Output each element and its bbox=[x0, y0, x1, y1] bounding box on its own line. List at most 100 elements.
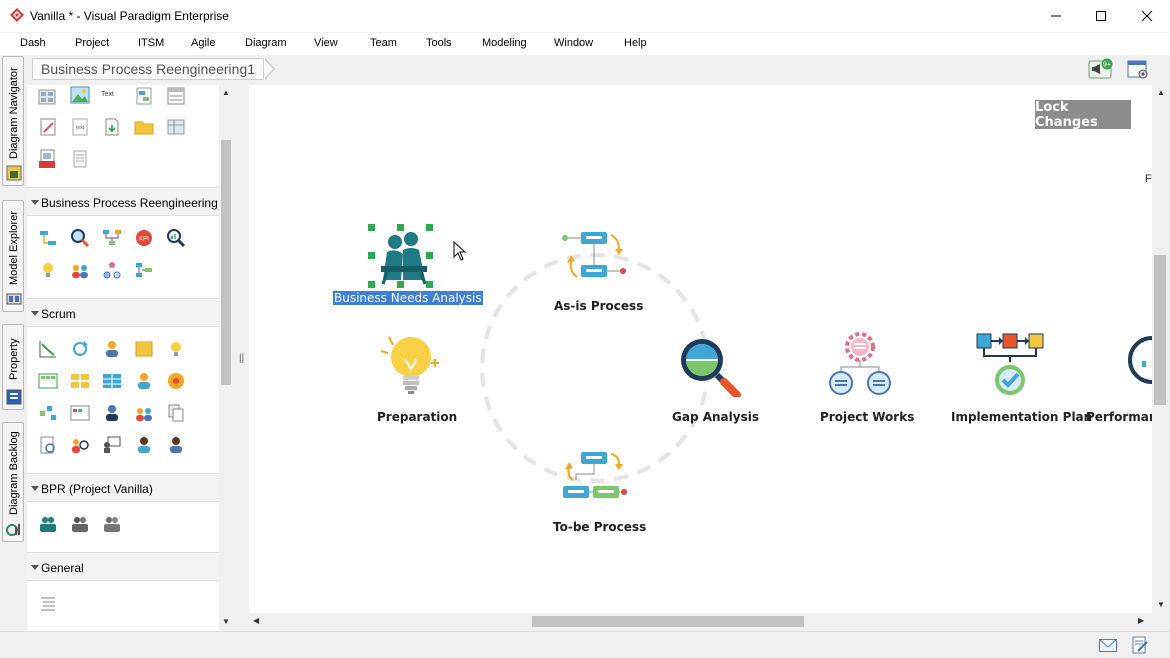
grid-tool-icon[interactable] bbox=[166, 117, 186, 137]
menu-agile[interactable]: Agile bbox=[191, 37, 216, 49]
page-tool-icon[interactable] bbox=[70, 149, 90, 169]
performance-icon-partial[interactable] bbox=[1126, 335, 1152, 385]
tab-diagram-navigator[interactable]: Diagram Navigator bbox=[2, 56, 24, 186]
canvas-vertical-scrollbar[interactable]: ▲ ▼ bbox=[1152, 85, 1170, 613]
selection-handle-nw[interactable] bbox=[368, 224, 375, 231]
meeting-grey-icon[interactable] bbox=[70, 514, 90, 534]
people-search-icon[interactable] bbox=[70, 435, 90, 455]
menu-window[interactable]: Window bbox=[554, 37, 594, 49]
tab-model-explorer[interactable]: Model Explorer bbox=[2, 200, 24, 312]
selection-handle-ne[interactable] bbox=[426, 224, 433, 231]
menu-team[interactable]: Team bbox=[370, 37, 397, 49]
scrum-master-icon[interactable] bbox=[166, 371, 186, 391]
review-doc-icon[interactable] bbox=[38, 435, 58, 455]
scrum-process-icon[interactable] bbox=[38, 403, 58, 423]
breadcrumb[interactable]: Business Process Reengineering1 bbox=[32, 58, 265, 80]
minimize-button[interactable] bbox=[1033, 0, 1079, 32]
team-icon[interactable] bbox=[70, 260, 90, 280]
tab-property[interactable]: Property bbox=[2, 324, 24, 410]
stakeholder-icon[interactable] bbox=[102, 403, 122, 423]
meeting-grey-2-icon[interactable] bbox=[102, 514, 122, 534]
palette-section-bpr[interactable]: Business Process Reengineering bbox=[27, 187, 219, 216]
scrum-team-icon[interactable] bbox=[102, 339, 122, 359]
sprint-board-icon[interactable] bbox=[70, 403, 90, 423]
implementation-icon[interactable] bbox=[134, 260, 154, 280]
scroll-up-icon[interactable]: ▲ bbox=[1157, 88, 1165, 97]
folder-tool-icon[interactable] bbox=[134, 117, 154, 137]
node-label-to-be-process[interactable]: To-be Process bbox=[553, 520, 647, 534]
tab-diagram-backlog[interactable]: Diagram Backlog bbox=[2, 422, 24, 542]
mail-icon[interactable] bbox=[1099, 639, 1117, 652]
project-works-gear-icon[interactable] bbox=[827, 331, 893, 397]
menu-project[interactable]: Project bbox=[75, 37, 110, 49]
palette-section-bpr-project[interactable]: BPR (Project Vanilla) bbox=[27, 473, 219, 502]
node-label-gap-analysis[interactable]: Gap Analysis bbox=[672, 410, 759, 424]
scroll-up-icon[interactable]: ▲ bbox=[222, 88, 230, 97]
maximize-button[interactable] bbox=[1078, 0, 1124, 32]
menu-view[interactable]: View bbox=[314, 37, 338, 49]
process-flow-icon[interactable] bbox=[38, 228, 58, 248]
kanban-notes-icon[interactable] bbox=[70, 371, 90, 391]
panel-splitter[interactable]: || bbox=[234, 85, 248, 631]
user-icon[interactable] bbox=[166, 435, 186, 455]
workflow-icon[interactable] bbox=[102, 228, 122, 248]
close-button[interactable] bbox=[1124, 0, 1170, 32]
sprint-cycle-icon[interactable] bbox=[70, 339, 90, 359]
node-label-business-needs-analysis[interactable]: Business Needs Analysis bbox=[333, 291, 483, 305]
note-list-icon[interactable] bbox=[38, 593, 58, 613]
implementation-plan-icon[interactable] bbox=[975, 332, 1045, 398]
project-works-icon[interactable] bbox=[102, 260, 122, 280]
task-grid-icon[interactable] bbox=[102, 371, 122, 391]
text-box-tool-icon[interactable]: text bbox=[70, 117, 90, 137]
diagram-settings-button[interactable] bbox=[1125, 58, 1151, 80]
note-edit-tool-icon[interactable] bbox=[38, 117, 58, 137]
meeting-teal-icon[interactable] bbox=[38, 514, 58, 534]
menu-help[interactable]: Help bbox=[624, 37, 647, 49]
canvas-horizontal-scrollbar[interactable]: ◀ ▶ bbox=[249, 613, 1152, 630]
selection-handle-w[interactable] bbox=[368, 252, 375, 259]
as-is-process-icon[interactable] bbox=[559, 229, 629, 284]
horizontal-scroll-thumb[interactable] bbox=[532, 616, 804, 627]
idea-bulb-icon[interactable] bbox=[38, 260, 58, 280]
selection-handle-se[interactable] bbox=[426, 281, 433, 288]
selection-handle-s[interactable] bbox=[397, 281, 404, 288]
selection-handle-sw[interactable] bbox=[368, 281, 375, 288]
node-label-implementation-plan[interactable]: Implementation Plan bbox=[951, 410, 1093, 424]
callout-tool-icon[interactable] bbox=[134, 86, 154, 106]
business-needs-analysis-icon[interactable] bbox=[373, 230, 435, 285]
lock-changes-button[interactable]: Lock Changes bbox=[1035, 100, 1131, 130]
scroll-left-icon[interactable]: ◀ bbox=[253, 616, 260, 625]
palette-section-scrum[interactable]: Scrum bbox=[27, 298, 219, 327]
preparation-bulb-icon[interactable] bbox=[379, 333, 443, 399]
menu-modeling[interactable]: Modeling bbox=[482, 37, 527, 49]
scroll-right-icon[interactable]: ▶ bbox=[1138, 616, 1145, 625]
backlog-board-icon[interactable] bbox=[38, 371, 58, 391]
menu-itsm[interactable]: ITSM bbox=[138, 37, 165, 49]
bulb-idea-icon[interactable] bbox=[166, 339, 186, 359]
chart-magnifier-icon[interactable] bbox=[166, 228, 186, 248]
selection-handle-n[interactable] bbox=[397, 224, 404, 231]
node-label-performance[interactable]: Performanc bbox=[1086, 410, 1152, 424]
notifications-button[interactable]: 9+ bbox=[1088, 58, 1114, 80]
burndown-chart-icon[interactable] bbox=[38, 339, 58, 359]
documents-icon[interactable] bbox=[166, 403, 186, 423]
presentation-icon[interactable] bbox=[102, 435, 122, 455]
to-be-process-icon[interactable] bbox=[559, 448, 629, 504]
vertical-scroll-thumb[interactable] bbox=[1154, 255, 1166, 405]
form-tool-icon[interactable] bbox=[166, 86, 186, 106]
group-icon[interactable] bbox=[134, 403, 154, 423]
developer-icon[interactable] bbox=[134, 435, 154, 455]
scroll-down-icon[interactable]: ▼ bbox=[1157, 600, 1165, 609]
notes-edit-icon[interactable] bbox=[1132, 636, 1148, 654]
pdf-tool-icon[interactable] bbox=[38, 149, 58, 169]
node-label-project-works[interactable]: Project Works bbox=[820, 410, 915, 424]
diagram-canvas[interactable]: Lock Changes F Business Needs Analysis bbox=[249, 85, 1152, 613]
scroll-down-icon[interactable]: ▼ bbox=[222, 617, 230, 626]
document-download-icon[interactable] bbox=[102, 117, 122, 137]
gap-analysis-magnifier-icon[interactable] bbox=[677, 335, 743, 397]
kpi-icon[interactable]: KPI bbox=[134, 228, 154, 248]
image-tool-icon[interactable] bbox=[70, 85, 90, 105]
text-tool-icon[interactable]: Text bbox=[101, 91, 114, 98]
menu-diagram[interactable]: Diagram bbox=[245, 37, 287, 49]
node-label-preparation[interactable]: Preparation bbox=[377, 410, 458, 424]
